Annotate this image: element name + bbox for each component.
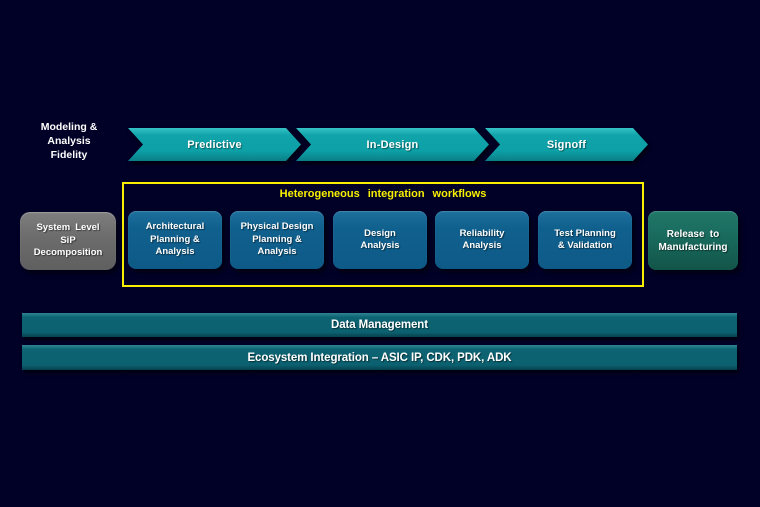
ecosystem-integration-label: Ecosystem Integration – ASIC IP, CDK, PD… (247, 351, 512, 364)
data-management-label: Data Management (331, 319, 428, 331)
stage-arrow-signoff: Signoff (485, 128, 648, 161)
release-to-manufacturing-label: Release to Manufacturing (658, 228, 728, 253)
workflow-box-label: Reliability Analysis (459, 227, 505, 251)
workflow-group-frame (122, 182, 644, 287)
stage-arrow-label: Predictive (187, 138, 242, 151)
sip-decomposition-box: System Level SiP Decomposition (20, 212, 116, 270)
workflow-box-test-planning-validation: Test Planning & Validation (538, 211, 632, 269)
workflow-box-physical-design-planning: Physical Design Planning & Analysis (230, 211, 324, 269)
workflow-box-architectural-planning: Architectural Planning & Analysis (128, 211, 222, 269)
workflow-box-label: Design Analysis (360, 227, 400, 251)
workflow-box-label: Test Planning & Validation (554, 227, 616, 251)
chevron-arrow-shape: In-Design (296, 128, 489, 161)
sip-decomposition-label: System Level SiP Decomposition (33, 222, 103, 259)
workflow-group-title: Heterogeneous integration workflows (279, 188, 487, 200)
workflow-box-label: Physical Design Planning & Analysis (240, 221, 314, 258)
chevron-arrow-shape: Signoff (485, 128, 648, 161)
chevron-arrow-shape: Predictive (128, 128, 301, 161)
data-management-bar: Data Management (22, 313, 737, 337)
stage-arrow-in-design: In-Design (296, 128, 489, 161)
ecosystem-integration-bar: Ecosystem Integration – ASIC IP, CDK, PD… (22, 345, 737, 370)
stage-arrow-label: Signoff (546, 138, 587, 151)
stage-arrow-predictive: Predictive (128, 128, 301, 161)
workflow-box-reliability-analysis: Reliability Analysis (435, 211, 529, 269)
fidelity-axis-label: Modeling & Analysis Fidelity (40, 121, 98, 161)
workflow-box-label: Architectural Planning & Analysis (145, 221, 205, 258)
workflow-box-design-analysis: Design Analysis (333, 211, 427, 269)
release-to-manufacturing-box: Release to Manufacturing (648, 211, 738, 270)
stage-arrow-label: In-Design (366, 138, 419, 151)
